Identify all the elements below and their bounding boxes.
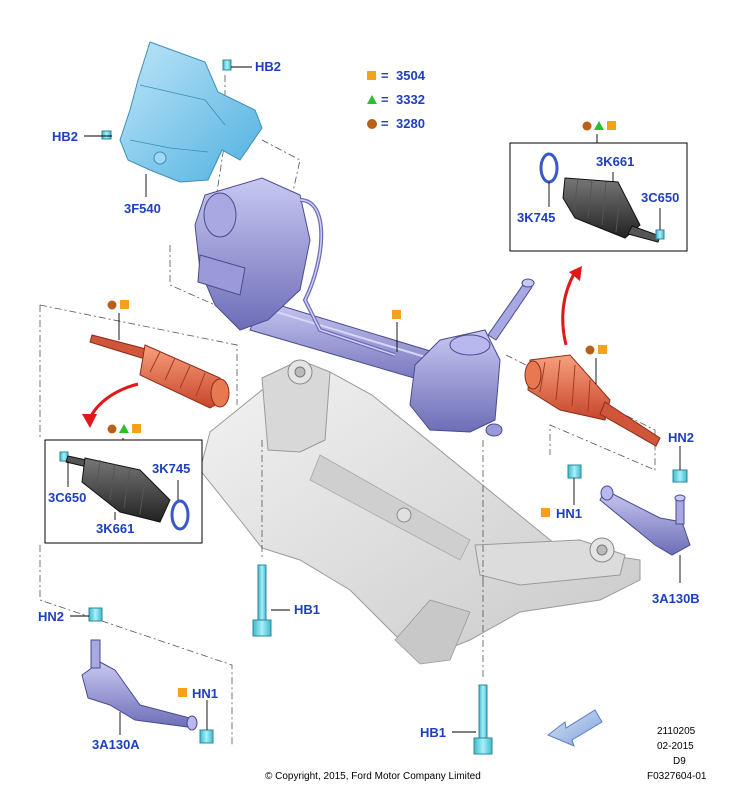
boot-right-red	[524, 354, 661, 447]
label-3k661-right: 3K661	[596, 154, 634, 169]
label-hn1-left: HN1	[192, 686, 218, 701]
legend: = 3504 = 3332 = 3280	[367, 68, 426, 131]
square-icon	[178, 688, 187, 697]
label-hb1-mid: HB1	[294, 602, 320, 617]
hb1-bottom-bolt	[473, 684, 493, 755]
part-labels: HB2 HB2 3F540 3K661 3K745 3C650 3K745 3C…	[38, 59, 700, 752]
label-3k661-left: 3K661	[96, 521, 134, 536]
label-hn2-right: HN2	[668, 430, 694, 445]
legend-code-3280: 3280	[396, 116, 425, 131]
circle-icon	[585, 345, 595, 355]
meta-version: D9	[673, 756, 686, 767]
steering-rack	[194, 177, 535, 437]
red-arrow-right	[561, 266, 582, 346]
hn2-left-nut	[88, 607, 103, 622]
label-3c650-right: 3C650	[641, 190, 679, 205]
label-hn2-left: HN2	[38, 609, 64, 624]
square-icon	[607, 121, 616, 130]
hn2-right-nut	[672, 469, 688, 483]
square-icon	[598, 345, 607, 354]
triangle-icon	[594, 121, 604, 130]
meta-code: 2110205	[657, 726, 696, 737]
boot-left-red	[89, 334, 230, 409]
meta-date: 02-2015	[657, 741, 694, 752]
copyright: © Copyright, 2015, Ford Motor Company Li…	[265, 771, 481, 782]
legend-equals-2: =	[381, 92, 389, 107]
legend-equals-3: =	[381, 116, 389, 131]
circle-icon	[582, 121, 592, 131]
legend-code-3332: 3332	[396, 92, 425, 107]
heat-shield-3f540	[119, 41, 263, 183]
hn1-right-nut	[567, 464, 582, 479]
front-direction-arrow	[547, 709, 603, 747]
red-arrow-left	[82, 382, 139, 428]
label-hn1-right: HN1	[556, 506, 582, 521]
label-hb2-left: HB2	[52, 129, 78, 144]
subframe	[199, 359, 641, 665]
square-icon	[132, 424, 141, 433]
figure-meta: 2110205 02-2015 D9 F0327604-01 © Copyrig…	[265, 726, 707, 782]
label-3k745-right: 3K745	[517, 210, 555, 225]
legend-square-icon	[367, 71, 376, 80]
callout-symbols	[107, 121, 616, 697]
hb2-left-fastener	[101, 130, 112, 140]
label-3a130a: 3A130A	[92, 737, 140, 752]
label-3k745-left: 3K745	[152, 461, 190, 476]
label-hb1-bottom: HB1	[420, 725, 446, 740]
label-3c650-left: 3C650	[48, 490, 86, 505]
square-icon	[120, 300, 129, 309]
square-icon	[392, 310, 401, 319]
square-icon	[541, 508, 550, 517]
hb2-top-fastener	[222, 59, 232, 71]
circle-icon	[107, 300, 117, 310]
leader-lines	[67, 66, 681, 735]
tie-rod-end-left	[81, 639, 198, 731]
legend-triangle-icon	[367, 95, 377, 104]
tie-rod-end-right	[599, 485, 691, 556]
label-3f540: 3F540	[124, 201, 161, 216]
label-hb2-top: HB2	[255, 59, 281, 74]
hb1-mid-bolt	[252, 564, 272, 637]
detail-box-right	[509, 142, 688, 252]
legend-circle-icon	[367, 119, 377, 129]
label-3a130b: 3A130B	[652, 591, 700, 606]
hn1-left-nut	[199, 729, 214, 744]
detail-box-left	[44, 439, 203, 544]
figure-id: F0327604-01	[647, 771, 707, 782]
circle-icon	[107, 424, 117, 434]
legend-code-3504: 3504	[396, 68, 426, 83]
triangle-icon	[119, 424, 129, 433]
legend-equals-1: =	[381, 68, 389, 83]
